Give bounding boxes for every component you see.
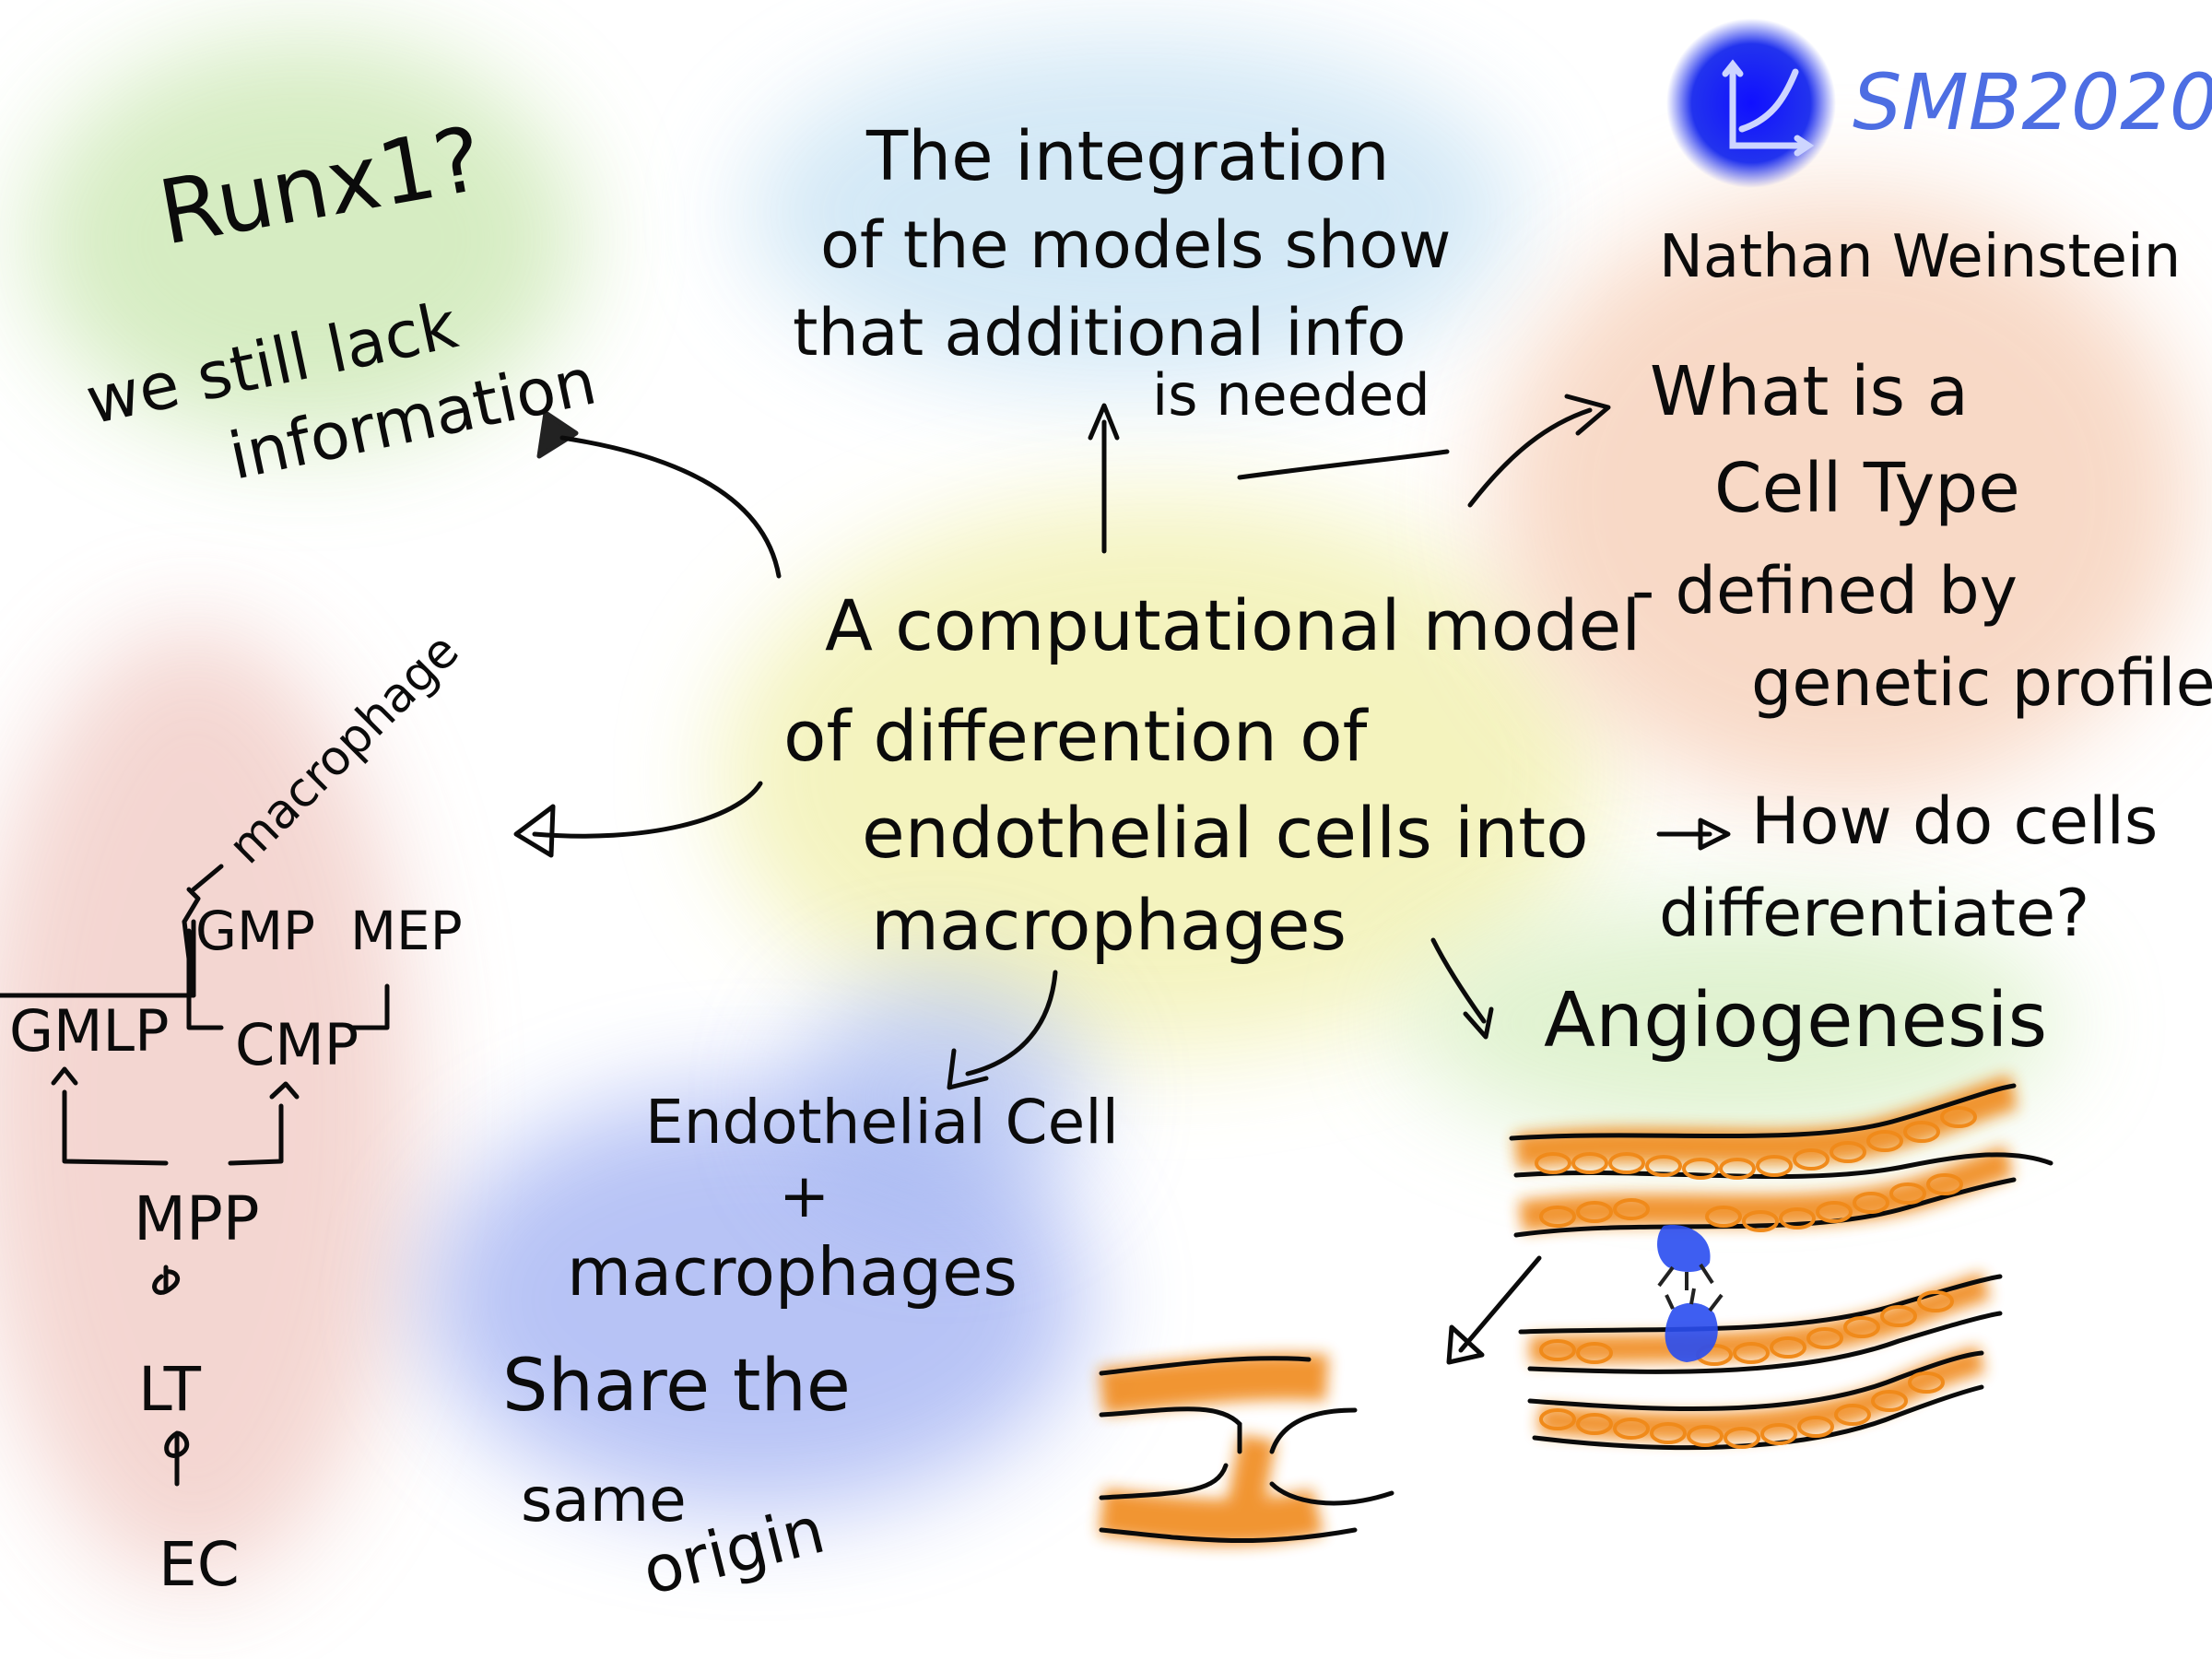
top-note-line1: The integration	[865, 117, 1390, 196]
chart-axes-icon	[1722, 59, 1815, 157]
logo-text: SMB2020	[1853, 57, 2212, 147]
origin-line4: same	[521, 1465, 687, 1535]
top-note-line4: is needed	[1152, 361, 1430, 429]
cell-type-line1: What is a	[1650, 352, 1969, 431]
top-note-underline	[1237, 449, 1450, 480]
top-note: The integration of the models show that …	[793, 117, 1451, 429]
differentiate-line1: How do cells	[1751, 783, 2158, 859]
smb-logo: SMB2020	[1666, 18, 2212, 188]
hierarchy-ec: EC	[159, 1529, 240, 1600]
vessel-illustration	[1099, 1075, 2053, 1546]
cell-type-line2: Cell Type	[1714, 449, 2020, 528]
wash-green-runx	[28, 37, 581, 442]
wash-blue-left-center	[793, 977, 1088, 1217]
wash-yellow-center	[719, 498, 1604, 1051]
arrow-to-origin	[965, 970, 1058, 1077]
hierarchy-connectors	[0, 864, 390, 1487]
connector-arrows	[513, 394, 1731, 1365]
origin-plus: +	[779, 1160, 830, 1231]
hierarchy-gmp: GMP	[195, 900, 315, 962]
central-line3: endothelial cells into	[862, 792, 1589, 874]
top-note-line3: that additional info	[793, 295, 1406, 371]
arrow-to-vessel-cross	[1458, 1255, 1542, 1353]
hierarchy-mep: MEP	[350, 900, 463, 962]
arrow-to-cell-type	[1467, 407, 1593, 508]
cell-type-line3: - defined by	[1631, 553, 2018, 629]
top-note-line2: of the models show	[820, 207, 1451, 283]
central-line2: of differention of	[783, 695, 1370, 777]
central-line1: A computational model	[825, 584, 1641, 666]
arrow-to-hierarchy	[532, 781, 763, 839]
author-name: Nathan Weinstein	[1659, 223, 2181, 291]
macrophage-blobs	[1657, 1225, 1724, 1362]
wash-orange-right	[1493, 194, 2194, 802]
differentiate-line2: differentiate?	[1659, 876, 2089, 951]
origin-line2: macrophages	[567, 1233, 1018, 1311]
wash-red-left	[0, 627, 415, 1585]
hierarchy-cmp: CMP	[235, 1011, 359, 1078]
wash-blue-top	[747, 37, 1521, 387]
cell-type-note: What is a Cell Type - defined by genetic…	[1631, 352, 2212, 721]
arrow-to-angiogenesis	[1430, 937, 1487, 1024]
wash-green-angio	[1401, 903, 2065, 1143]
origin-line1: Endothelial Cell	[645, 1087, 1119, 1158]
origin-note: Endothelial Cell + macrophages Share the…	[502, 1087, 1119, 1609]
hierarchy-gmlp: GMLP	[9, 997, 169, 1065]
logo-badge	[1666, 18, 1836, 188]
central-line4: macrophages	[871, 884, 1347, 966]
differentiate-note: How do cells differentiate?	[1659, 783, 2158, 951]
background-washes	[0, 37, 2194, 1585]
central-topic: A computational model of differention of…	[783, 584, 1641, 966]
origin-line3: Share the	[502, 1345, 851, 1428]
cell-type-line4: genetic profile	[1751, 645, 2212, 721]
angiogenesis-label: Angiogenesis	[1544, 977, 2047, 1065]
arrow-to-runx	[559, 435, 782, 579]
hierarchy-lt: LT	[138, 1354, 202, 1425]
hierarchy-mpp: MPP	[134, 1183, 260, 1254]
